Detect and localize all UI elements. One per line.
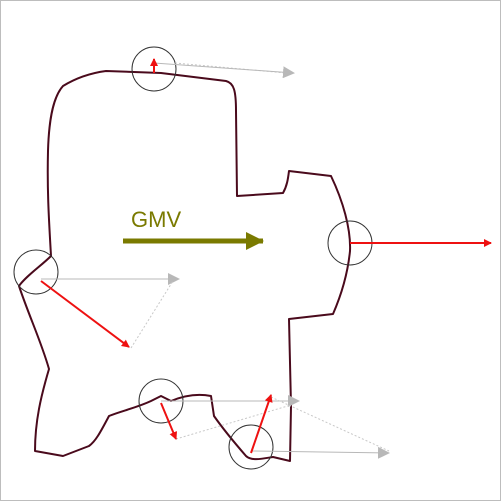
shifted-arrow [153, 62, 295, 79]
sample-point-right [327, 220, 492, 266]
sample-circle [228, 424, 274, 470]
sample-point-left [13, 249, 180, 349]
normal-arrow [250, 394, 273, 454]
dotted-connector [270, 396, 390, 452]
sample-circle [13, 249, 59, 295]
gmv-label: GMV [131, 207, 181, 232]
shifted-arrow [250, 446, 390, 459]
normal-arrow [40, 280, 130, 348]
sample-circle [131, 46, 177, 92]
sample-point-top [131, 46, 295, 92]
shape-outline [18, 70, 352, 462]
sample-point-bottom-right [228, 394, 390, 470]
sample-point-bottom-left [138, 378, 300, 440]
dotted-connector [130, 280, 174, 349]
normal-arrow [160, 402, 177, 440]
